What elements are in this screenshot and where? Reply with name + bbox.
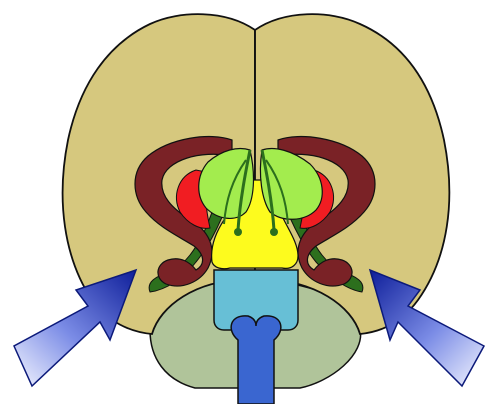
arrow-left xyxy=(14,270,136,386)
mammillary-node-right xyxy=(270,228,278,236)
brainstem xyxy=(214,270,298,330)
mammillary-node-left xyxy=(234,228,242,236)
spinal-cord xyxy=(231,316,281,404)
